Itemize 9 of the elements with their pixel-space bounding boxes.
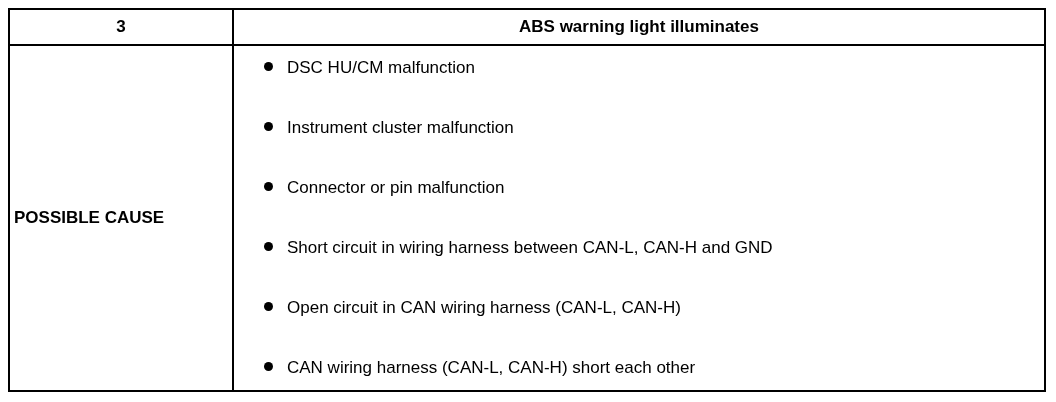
cause-text: CAN wiring harness (CAN-L, CAN-H) short each other	[287, 357, 696, 379]
table-header-cell: 3	[10, 10, 234, 46]
cause-text: DSC HU/CM malfunction	[287, 57, 475, 79]
table-header-cell: ABS warning light illuminates	[234, 10, 1044, 46]
cause-text: Short circuit in wiring harness between CAN-L, CAN-H and GND	[287, 237, 773, 259]
cause-text: Open circuit in CAN wiring harness (CAN-L, CAN-H)	[287, 297, 681, 319]
cause-text: Instrument cluster malfunction	[287, 117, 514, 139]
cause-text: Connector or pin malfunction	[287, 177, 505, 199]
row-heading: POSSIBLE CAUSE	[10, 46, 234, 390]
